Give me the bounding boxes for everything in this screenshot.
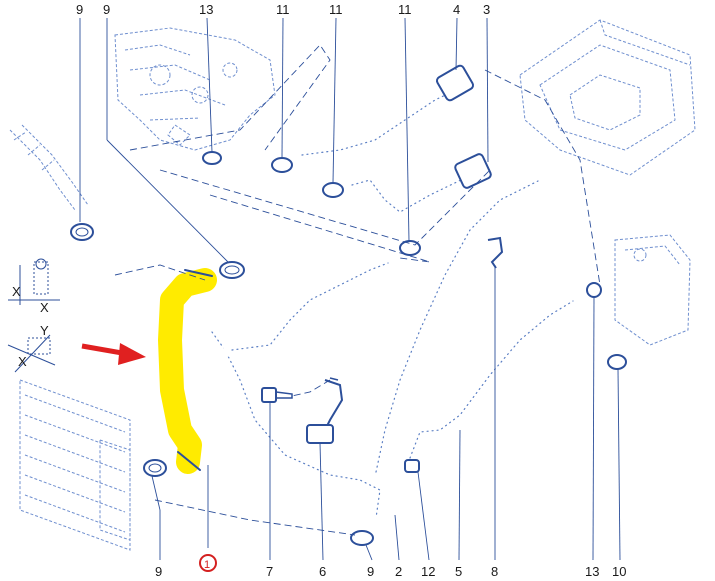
callout-11-top-a: 11 (276, 2, 290, 17)
axis-label-lower-y: Y (40, 323, 49, 338)
axis-label-upper-x2: X (40, 300, 49, 315)
callout-5-bottom: 5 (455, 564, 462, 579)
expansion-tank-sketch (614, 234, 691, 346)
hose-5 (405, 295, 580, 465)
clip-8 (487, 236, 504, 269)
axis-symbol-upper: X X (8, 258, 60, 315)
hose-3 (343, 153, 492, 219)
callout-10-bottom: 10 (612, 564, 626, 579)
clamp-9-bottom-center (350, 530, 374, 546)
heater-box-sketch (519, 19, 696, 176)
callout-9-top-a: 9 (76, 2, 83, 17)
axis-label-lower-x: X (18, 354, 27, 369)
bolt-7 (261, 387, 293, 403)
hose-2 (368, 173, 547, 482)
clamp-9-top-hose1 (219, 261, 245, 279)
callout-8-bottom: 8 (491, 564, 498, 579)
engine-block-sketch (114, 27, 276, 151)
axis-symbol-lower: Y X (7, 323, 56, 373)
leader-lines (79, 17, 621, 561)
upper-left-pipe-sketch (9, 124, 89, 211)
callout-13-top: 13 (199, 2, 213, 17)
callout-12-bottom: 12 (421, 564, 435, 579)
callout-9-bottom-a: 9 (155, 564, 162, 579)
clamp-13-top (202, 151, 222, 165)
bracket-6 (306, 377, 344, 444)
radiator-sketch (19, 379, 131, 551)
axis-label-upper-x: X (12, 284, 21, 299)
clamp-10 (607, 354, 627, 370)
callout-1-bottom: 1 (204, 559, 210, 571)
callout-4-top: 4 (453, 2, 460, 17)
callouts-top: 9 9 13 11 11 11 4 3 (76, 2, 490, 17)
callout-9-bottom-b: 9 (367, 564, 374, 579)
callout-7-bottom: 7 (266, 564, 273, 579)
clamp-9-upper-left (70, 223, 94, 241)
clamp-11-b (322, 182, 344, 198)
highlight-marker-circle (199, 554, 217, 572)
callout-11-top-c: 11 (398, 2, 412, 17)
clamp-9-bottom-left (143, 459, 167, 477)
callout-6-bottom: 6 (319, 564, 326, 579)
callouts-bottom: 9 1 7 6 9 2 12 5 8 13 10 (155, 554, 626, 579)
callout-2-bottom: 2 (395, 564, 402, 579)
callout-3-top: 3 (483, 2, 490, 17)
clamp-12 (404, 459, 420, 473)
callout-9-top-b: 9 (103, 2, 110, 17)
red-arrow (81, 343, 146, 365)
hose-6 (202, 255, 397, 528)
callout-11-top-b: 11 (329, 2, 343, 17)
hose-4 (293, 64, 475, 162)
clamp-11-a (271, 157, 293, 173)
clamp-13-right (586, 282, 602, 298)
hose-1-highlighted (158, 268, 217, 474)
callout-13-bottom: 13 (585, 564, 599, 579)
